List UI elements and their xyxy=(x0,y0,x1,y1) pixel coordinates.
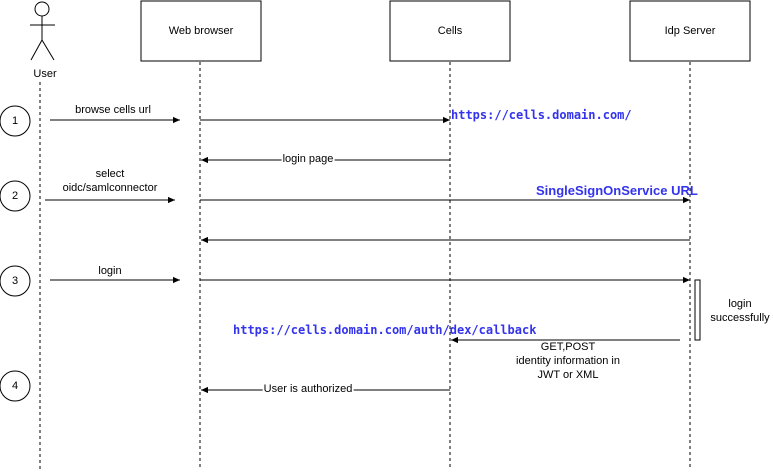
label-select-2: oidc/samlconnector xyxy=(62,182,158,194)
step-number-1: 1 xyxy=(11,115,19,127)
url-sso: SingleSignOnService URL xyxy=(536,183,698,198)
label-get-post-2: identity information in xyxy=(515,355,621,368)
participant-box-idp xyxy=(629,0,751,62)
url-callback: https://cells.domain.com/auth/dex/callba… xyxy=(233,323,537,337)
label-login-success-2: successfully xyxy=(710,312,770,324)
label-login-page: login page xyxy=(281,153,335,166)
participant-label-cells: Cells xyxy=(437,25,463,37)
user-actor-icon xyxy=(30,1,55,61)
step-circle-4 xyxy=(0,370,31,402)
label-login-success-1: login xyxy=(728,298,752,310)
actor-label-user: User xyxy=(33,68,57,80)
step-number-2: 2 xyxy=(11,190,19,202)
step-number-4: 4 xyxy=(11,380,19,392)
participant-label-idp: Idp Server xyxy=(664,25,716,37)
label-get-post-1: GET,POST xyxy=(539,341,597,354)
participant-box-browser xyxy=(140,0,262,62)
step-circle-2 xyxy=(0,180,31,212)
label-browse: browse cells url xyxy=(75,104,151,116)
label-select-1: select xyxy=(95,168,125,180)
step-number-3: 3 xyxy=(11,275,19,287)
participant-label-browser: Web browser xyxy=(168,25,234,37)
label-authorized: User is authorized xyxy=(262,383,354,396)
label-login: login xyxy=(98,265,122,277)
label-get-post-3: JWT or XML xyxy=(536,369,600,382)
url-cells: https://cells.domain.com/ xyxy=(451,108,632,122)
participant-box-cells xyxy=(389,0,511,62)
step-circle-1 xyxy=(0,105,31,137)
idp-activation-bar xyxy=(694,279,701,341)
step-circle-3 xyxy=(0,265,31,297)
